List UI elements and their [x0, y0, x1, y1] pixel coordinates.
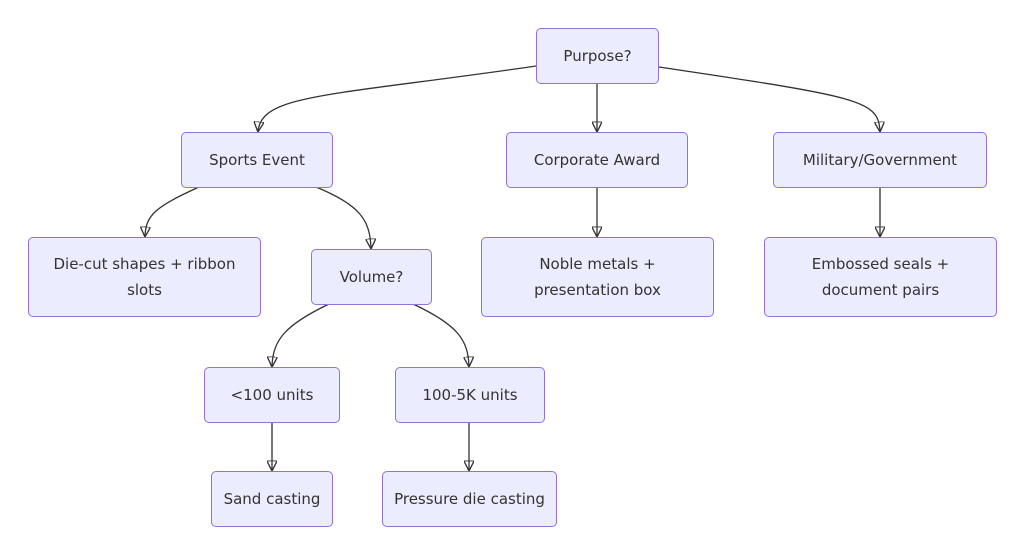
- node-volume-label: Volume?: [339, 268, 404, 286]
- node-military-government: Military/Government: [773, 132, 987, 188]
- node-die-cut-label: Die-cut shapes + ribbon slots: [53, 255, 236, 299]
- node-corporate-award-label: Corporate Award: [533, 151, 661, 169]
- node-pressure-die-casting: Pressure die casting: [382, 471, 557, 527]
- node-sports-event: Sports Event: [181, 132, 333, 188]
- node-embossed-seals-label: Embossed seals + document pairs: [811, 255, 950, 299]
- node-purpose-label: Purpose?: [563, 47, 632, 65]
- node-volume: Volume?: [311, 249, 432, 305]
- edge-purpose-to-military-government: [658, 66, 880, 131]
- node-embossed-seals: Embossed seals + document pairs: [764, 237, 997, 317]
- node-corporate-award: Corporate Award: [506, 132, 688, 188]
- edge-sports-event-to-volume: [315, 186, 371, 248]
- edge-sports-event-to-die-cut: [145, 186, 200, 236]
- edge-volume-to-100-5k: [412, 303, 469, 366]
- edge-volume-to-under-100: [272, 303, 330, 366]
- node-under-100-label: <100 units: [230, 386, 314, 404]
- edge-purpose-to-sports-event: [258, 65, 537, 131]
- node-military-government-label: Military/Government: [802, 151, 958, 169]
- node-100-5k: 100-5K units: [395, 367, 545, 423]
- node-sports-event-label: Sports Event: [209, 151, 305, 169]
- node-sand-casting: Sand casting: [211, 471, 333, 527]
- node-sand-casting-label: Sand casting: [223, 490, 321, 508]
- node-under-100: <100 units: [204, 367, 340, 423]
- node-die-cut: Die-cut shapes + ribbon slots: [28, 237, 261, 317]
- node-100-5k-label: 100-5K units: [422, 386, 518, 404]
- node-purpose: Purpose?: [536, 28, 659, 84]
- node-pressure-die-casting-label: Pressure die casting: [394, 490, 545, 508]
- node-noble-metals: Noble metals + presentation box: [481, 237, 714, 317]
- node-noble-metals-label: Noble metals + presentation box: [534, 255, 661, 299]
